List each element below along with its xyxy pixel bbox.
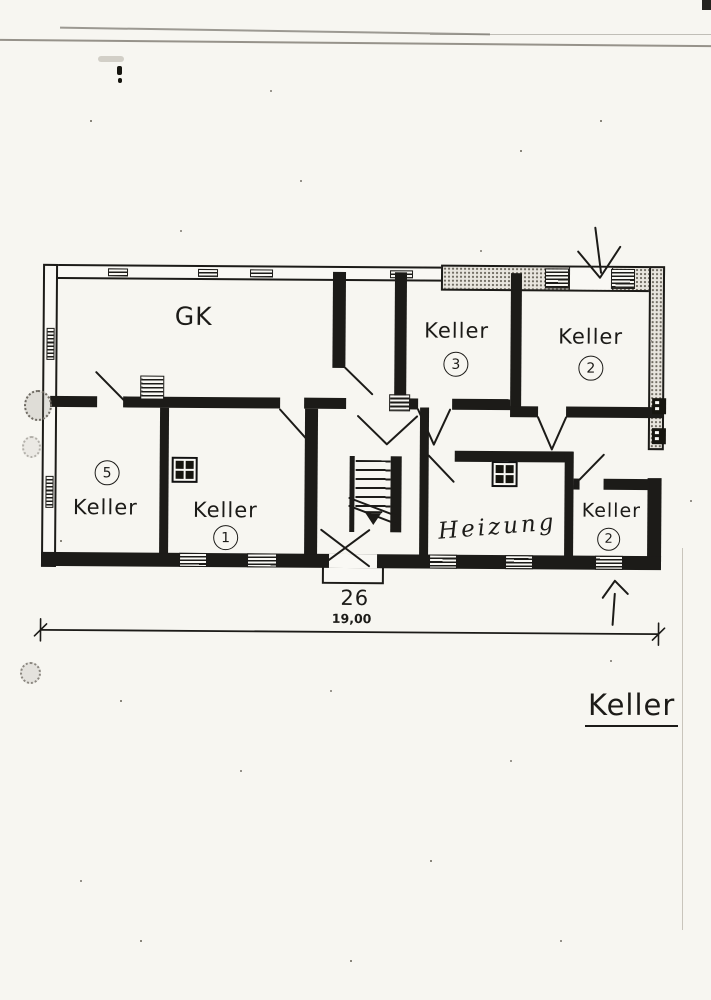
dimension-annotation: 26 xyxy=(340,585,370,611)
door-leaf-gk xyxy=(95,371,126,402)
dimension-line xyxy=(39,628,660,636)
entrance-arrow-top-icon xyxy=(577,245,622,279)
drawing-title: Keller xyxy=(585,688,679,727)
hole-punch-stain xyxy=(20,662,41,684)
room-label-keller3: Keller xyxy=(424,318,490,343)
room-number-circle: 3 xyxy=(443,351,469,377)
room-number-circle: 2 xyxy=(597,527,621,551)
door-leaf-keller1 xyxy=(279,408,311,444)
door-keller3 xyxy=(417,408,452,446)
room-number-circle: 1 xyxy=(213,525,239,551)
door-leaf-gk-corridor xyxy=(344,366,374,396)
room-number-circle: 5 xyxy=(94,460,120,486)
page-edge-line xyxy=(682,548,683,930)
double-door-corridor xyxy=(357,415,419,446)
scan-edge-mark xyxy=(702,0,711,10)
ink-mark xyxy=(118,78,122,83)
room-label-keller1: Keller xyxy=(192,497,258,523)
room-label-keller2-top: Keller xyxy=(558,324,624,349)
room-label-gk: GK xyxy=(174,301,213,332)
stair-down-arrow-icon xyxy=(365,513,382,525)
paper-noise xyxy=(0,0,2,2)
room-label-keller2-bottom: Keller xyxy=(581,499,642,523)
room-label-keller5: Keller xyxy=(72,495,138,520)
dimension-tick-left xyxy=(33,618,48,642)
room-number-circle: 2 xyxy=(578,355,604,381)
entrance-arrow-top-icon xyxy=(594,226,603,274)
hole-punch-stain xyxy=(22,436,41,458)
hole-punch-stain xyxy=(24,390,52,421)
door-keller2-top xyxy=(537,416,568,451)
dimension-width-label: 19,00 xyxy=(331,610,372,627)
entrance-arrow-bottom-icon xyxy=(611,592,616,626)
vestibule-door-swing xyxy=(319,528,371,568)
fold-line xyxy=(430,34,711,35)
pencil-smudge xyxy=(98,56,124,62)
entrance-arrow-bottom-icon xyxy=(601,579,629,599)
ink-mark xyxy=(117,66,122,75)
door-leaf-keller2-bottom xyxy=(578,453,605,481)
door-leaf-heizung xyxy=(427,454,455,483)
dimension-tick-right xyxy=(651,622,666,646)
